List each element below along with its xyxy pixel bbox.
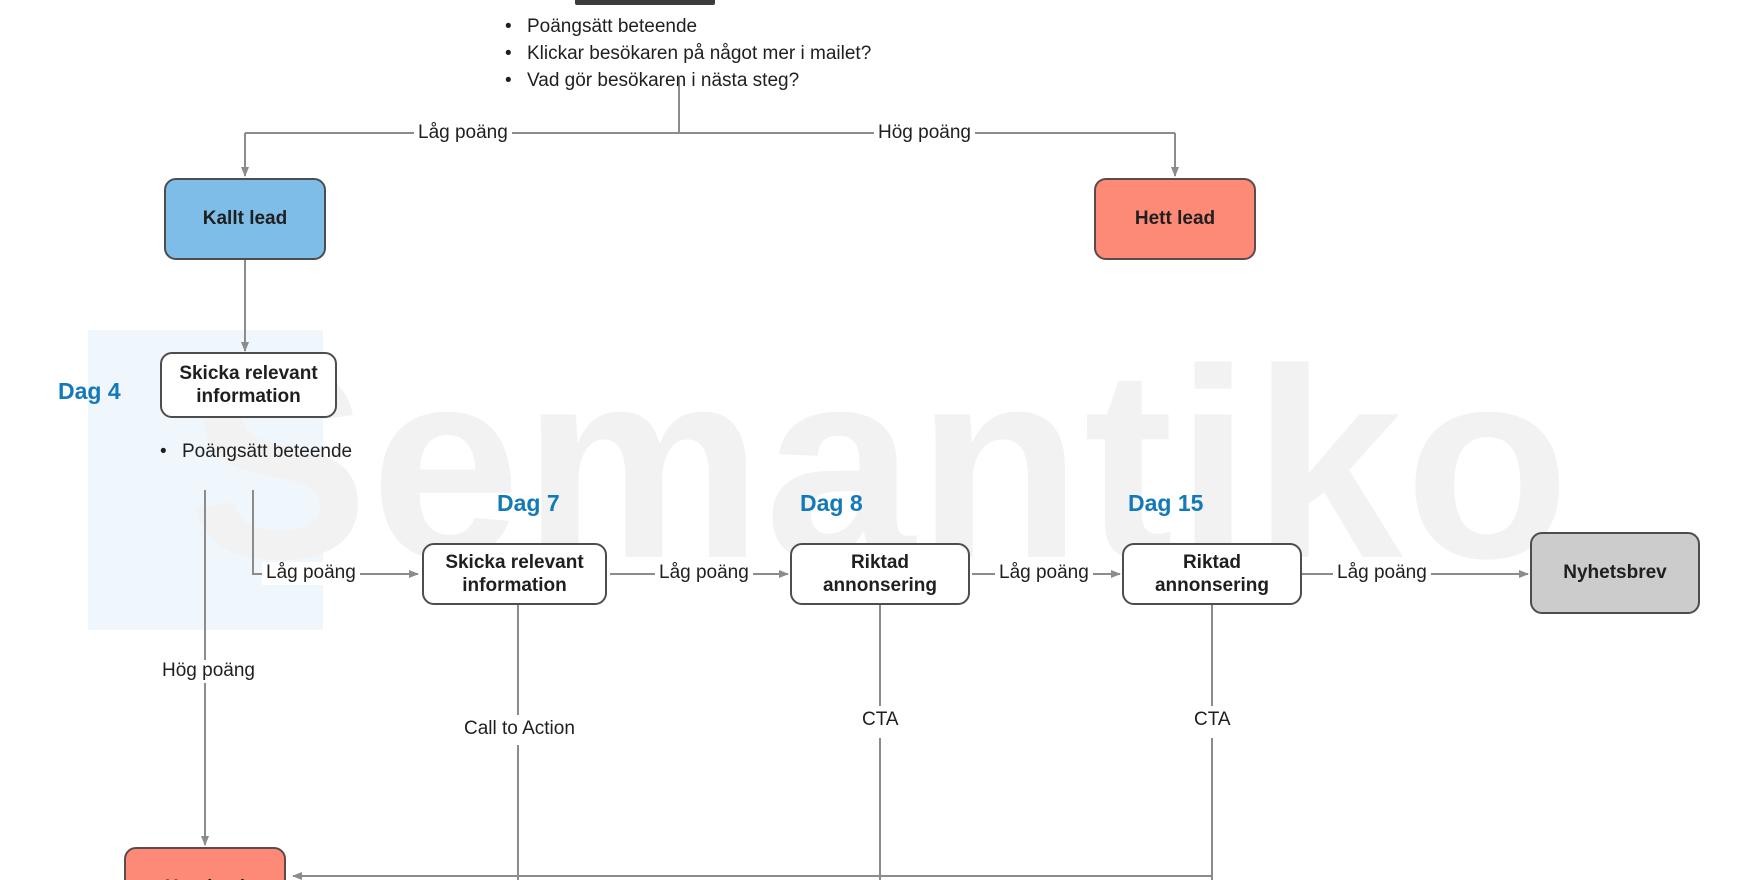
node-riktad-annonsering-dag15[interactable]: Riktad annonsering xyxy=(1122,543,1302,605)
bullet-item: • Poängsätt beteende xyxy=(160,439,352,466)
node-label: Kallt lead xyxy=(202,208,288,230)
bullet-dot: • xyxy=(505,69,512,91)
node-label: Riktad annonsering xyxy=(1154,551,1269,596)
node-kallt-lead[interactable]: Kallt lead xyxy=(164,178,326,260)
edge-label-lag-poang-dag15: Låg poäng xyxy=(1333,562,1431,585)
node-skicka-relevant-information-dag7[interactable]: Skicka relevant information xyxy=(422,543,607,605)
top-clipped-node xyxy=(575,0,715,5)
node-hett-lead-top[interactable]: Hett lead xyxy=(1094,178,1256,260)
edge-label-lag-poang-top: Låg poäng xyxy=(414,122,512,145)
bullet-text: Vad gör besökaren i nästa steg? xyxy=(527,69,800,91)
bullet-text: Poängsätt beteende xyxy=(527,16,698,37)
edge-label-lag-poang-dag4: Låg poäng xyxy=(262,562,360,585)
node-skicka-relevant-information-dag4[interactable]: Skicka relevant information xyxy=(160,352,337,418)
day-label-dag4: Dag 4 xyxy=(58,378,121,404)
node-label: Nyhetsbrev xyxy=(1563,562,1667,584)
day-label-dag7: Dag 7 xyxy=(497,490,560,516)
edge-label-hog-poang-dag4: Hög poäng xyxy=(158,660,259,683)
node-label: Skicka relevant information xyxy=(445,551,584,596)
bullet-text: Klickar besökaren på något mer i mailet? xyxy=(527,42,872,64)
bullet-dot: • xyxy=(505,42,512,64)
bullet-dot: • xyxy=(160,441,167,462)
edge-label-cta-dag7: Call to Action xyxy=(460,718,579,741)
node-label: Riktad annonsering xyxy=(822,551,937,596)
bullet-item: • Klickar besökaren på något mer i maile… xyxy=(505,41,871,68)
node-label: Hett lead xyxy=(1134,208,1216,230)
node-label: Hett lead xyxy=(157,876,253,880)
bullet-text: Poängsätt beteende xyxy=(182,441,353,462)
bullet-dot: • xyxy=(505,16,512,37)
edge-label-cta-dag8: CTA xyxy=(858,709,903,732)
node-riktad-annonsering-dag8[interactable]: Riktad annonsering xyxy=(790,543,970,605)
node-nyhetsbrev[interactable]: Nyhetsbrev xyxy=(1530,532,1700,614)
node-label: Skicka relevant information xyxy=(179,362,318,407)
day-label-dag15: Dag 15 xyxy=(1128,490,1204,516)
node-hett-lead-bottom[interactable]: Hett lead xyxy=(124,847,286,880)
edge-label-lag-poang-dag8: Låg poäng xyxy=(995,562,1093,585)
day-label-dag8: Dag 8 xyxy=(800,490,863,516)
top-bullet-list: • Poängsätt beteende • Klickar besökaren… xyxy=(505,14,871,95)
edge-label-lag-poang-dag7: Låg poäng xyxy=(655,562,753,585)
edge-label-cta-dag15: CTA xyxy=(1190,709,1235,732)
day4-bullet-list: • Poängsätt beteende xyxy=(160,439,352,466)
bullet-item: • Vad gör besökaren i nästa steg? xyxy=(505,68,871,95)
bullet-item: • Poängsätt beteende xyxy=(505,14,871,41)
edge-label-hog-poang-top: Hög poäng xyxy=(874,122,975,145)
